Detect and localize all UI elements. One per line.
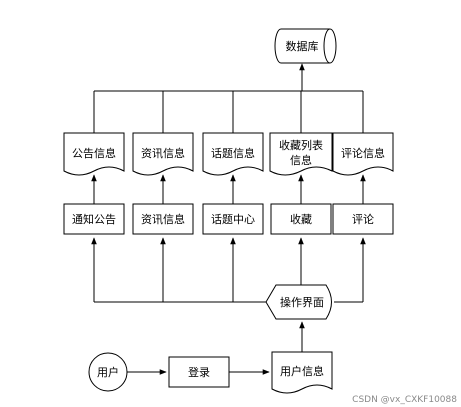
database-label: 数据库 xyxy=(286,39,319,53)
module-label: 收藏 xyxy=(290,212,312,226)
database-node: 数据库 xyxy=(274,28,337,64)
document-topic-info: 话题信息 xyxy=(202,132,264,176)
operation-ui-connectors xyxy=(91,237,366,303)
user-node: 用户 xyxy=(88,352,128,392)
document-label-line2: 信息 xyxy=(290,153,312,167)
top-connectors xyxy=(93,63,364,133)
watermark: CSDN @vx_CXKF10088 xyxy=(352,395,457,405)
module-label: 通知公告 xyxy=(72,212,116,226)
module-to-document-arrows xyxy=(91,174,366,204)
document-label: 话题信息 xyxy=(211,146,255,160)
module-favorites: 收藏 xyxy=(270,203,332,235)
document-comment-info: 评论信息 xyxy=(332,132,394,176)
document-label: 公告信息 xyxy=(72,146,116,160)
document-label: 评论信息 xyxy=(341,146,385,160)
module-comment: 评论 xyxy=(332,203,394,235)
module-news: 资讯信息 xyxy=(132,203,194,235)
login-label: 登录 xyxy=(188,365,210,379)
operation-ui-node: 操作界面 xyxy=(265,284,332,320)
module-label: 评论 xyxy=(352,212,374,226)
document-label: 资讯信息 xyxy=(141,146,185,160)
module-label: 话题中心 xyxy=(211,213,255,226)
document-news-info: 资讯信息 xyxy=(132,132,194,176)
module-topic-center: 话题中心 xyxy=(202,203,264,235)
document-favorites-info: 收藏列表 信息 xyxy=(269,132,333,176)
module-notice: 通知公告 xyxy=(63,203,125,235)
module-label: 资讯信息 xyxy=(141,212,185,226)
user-info-label: 用户信息 xyxy=(280,364,324,378)
user-label: 用户 xyxy=(97,365,119,379)
login-node: 登录 xyxy=(168,356,230,388)
operation-ui-label: 操作界面 xyxy=(280,295,324,309)
document-user-info: 用户信息 xyxy=(271,351,333,394)
document-notice-info: 公告信息 xyxy=(63,132,125,176)
document-label: 收藏列表 xyxy=(279,138,323,152)
